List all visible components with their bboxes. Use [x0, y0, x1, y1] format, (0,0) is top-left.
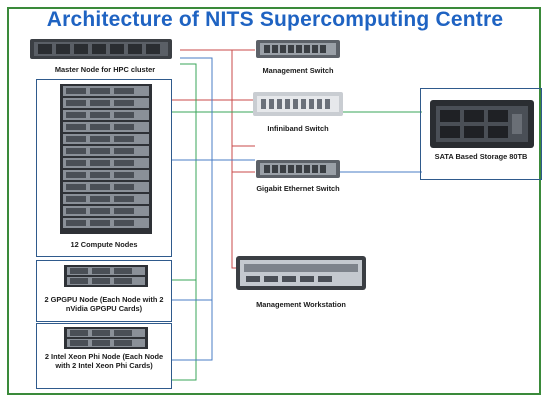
storage-server-icon [430, 100, 534, 148]
compute-nodes-rack-icon [60, 84, 152, 234]
management-switch-icon [256, 40, 340, 58]
compute-nodes-box [36, 79, 172, 257]
storage-box [420, 88, 542, 180]
management-workstation-icon [236, 256, 366, 290]
wire-master-workstation [180, 49, 255, 269]
storage-label: SATA Based Storage 80TB [434, 152, 528, 161]
gigabit-switch-label: Gigabit Ethernet Switch [256, 184, 340, 193]
xeon-phi-nodes-box [36, 323, 172, 389]
gpgpu-server-icon [64, 265, 148, 287]
gigabit-switch-icon [256, 160, 340, 178]
management-workstation-label: Management Workstation [256, 300, 346, 309]
xeon-phi-server-icon [64, 327, 148, 349]
infiniband-switch-label: Infiniband Switch [267, 124, 329, 133]
diagram-title: Architecture of NITS Supercomputing Cent… [46, 8, 504, 31]
gpgpu-nodes-box [36, 260, 172, 322]
wire-blue-master [172, 57, 213, 361]
infiniband-switch-icon [253, 92, 343, 116]
wire-green-master [172, 63, 197, 381]
master-node-server-icon [30, 39, 172, 59]
management-switch-label: Management Switch [262, 66, 334, 75]
master-node-label: Master Node for HPC cluster [54, 65, 156, 74]
gpgpu-nodes-label: 2 GPGPU Node (Each Node with 2 nVidia GP… [44, 295, 164, 313]
xeon-phi-nodes-label: 2 Intel Xeon Phi Node (Each Node with 2 … [44, 352, 164, 370]
compute-nodes-label: 12 Compute Nodes [70, 240, 138, 249]
